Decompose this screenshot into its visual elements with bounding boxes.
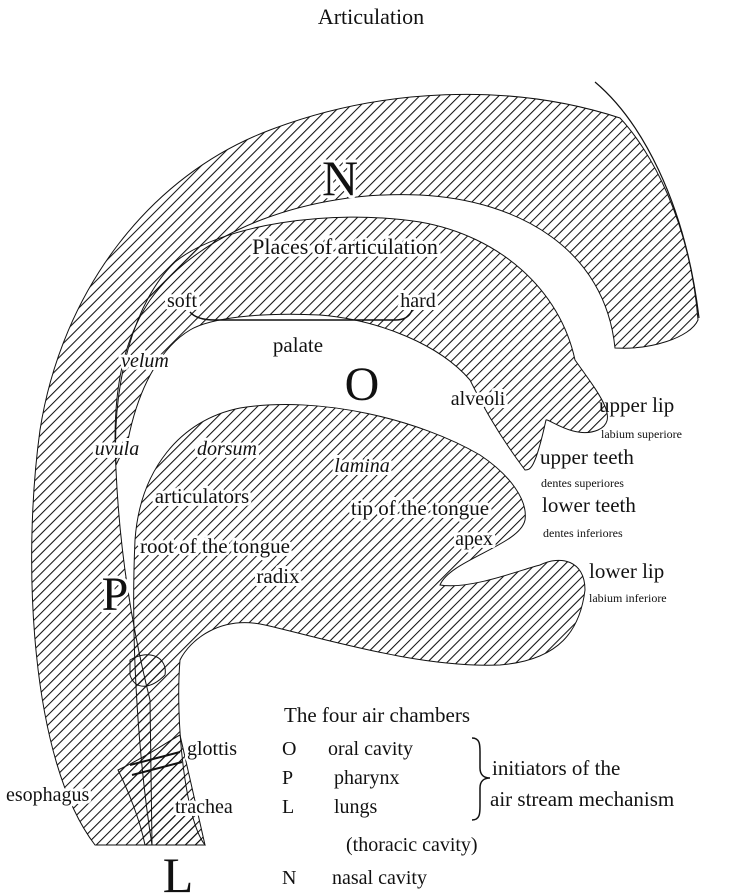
label-root-of-the-tongue: root of the tongue — [140, 534, 290, 558]
label-upper-teeth-latin: dentes superiores — [541, 476, 624, 490]
legend-lungs-note: (thoracic cavity) — [346, 834, 478, 856]
legend-heading: The four air chambers — [284, 703, 470, 727]
label-dorsum: dorsum — [197, 438, 257, 460]
legend-name-oral: oral cavity — [328, 738, 413, 760]
label-lower-lip: lower lip — [589, 559, 664, 583]
label-hard: hard — [400, 290, 436, 312]
label-uvula: uvula — [95, 438, 139, 460]
diagram-title: Articulation — [318, 4, 424, 29]
air-chambers-legend: The four air chambers O oral cavity P ph… — [282, 703, 674, 889]
label-radix: radix — [256, 564, 300, 588]
label-upper-teeth: upper teeth — [540, 445, 634, 469]
label-soft: soft — [167, 290, 197, 312]
chamber-letter-o: O — [345, 358, 380, 411]
legend-letter-p: P — [282, 767, 293, 789]
label-lower-teeth: lower teeth — [542, 493, 636, 517]
label-apex: apex — [455, 528, 493, 550]
legend-letter-o: O — [282, 738, 296, 760]
label-lower-lip-latin: labium inferiore — [589, 591, 667, 605]
label-esophagus: esophagus — [6, 784, 90, 806]
label-upper-lip-latin: labium superiore — [601, 427, 682, 441]
legend-letter-n: N — [282, 867, 296, 889]
legend-initiators-line2: air stream mechanism — [490, 787, 674, 811]
chamber-letter-p: P — [102, 568, 129, 621]
initiators-brace — [472, 738, 490, 820]
label-upper-lip: upper lip — [599, 393, 674, 417]
label-palate: palate — [273, 333, 323, 357]
label-articulators: articulators — [155, 484, 249, 508]
legend-name-nasal: nasal cavity — [332, 867, 427, 889]
label-trachea: trachea — [175, 796, 233, 818]
label-glottis: glottis — [187, 738, 237, 760]
label-tip-of-the-tongue: tip of the tongue — [351, 496, 489, 520]
chamber-letter-n: N — [322, 150, 358, 206]
label-places-of-articulation: Places of articulation — [252, 234, 438, 259]
label-alveoli: alveoli — [451, 388, 506, 410]
legend-name-pharynx: pharynx — [334, 767, 400, 789]
label-lamina: lamina — [334, 455, 390, 477]
legend-name-lungs: lungs — [334, 796, 378, 818]
legend-letter-l: L — [282, 796, 294, 818]
label-lower-teeth-latin: dentes inferiores — [543, 526, 623, 540]
label-velum: velum — [121, 350, 169, 372]
legend-initiators-line1: initiators of the — [492, 756, 620, 780]
chamber-letter-l: L — [163, 847, 194, 896]
